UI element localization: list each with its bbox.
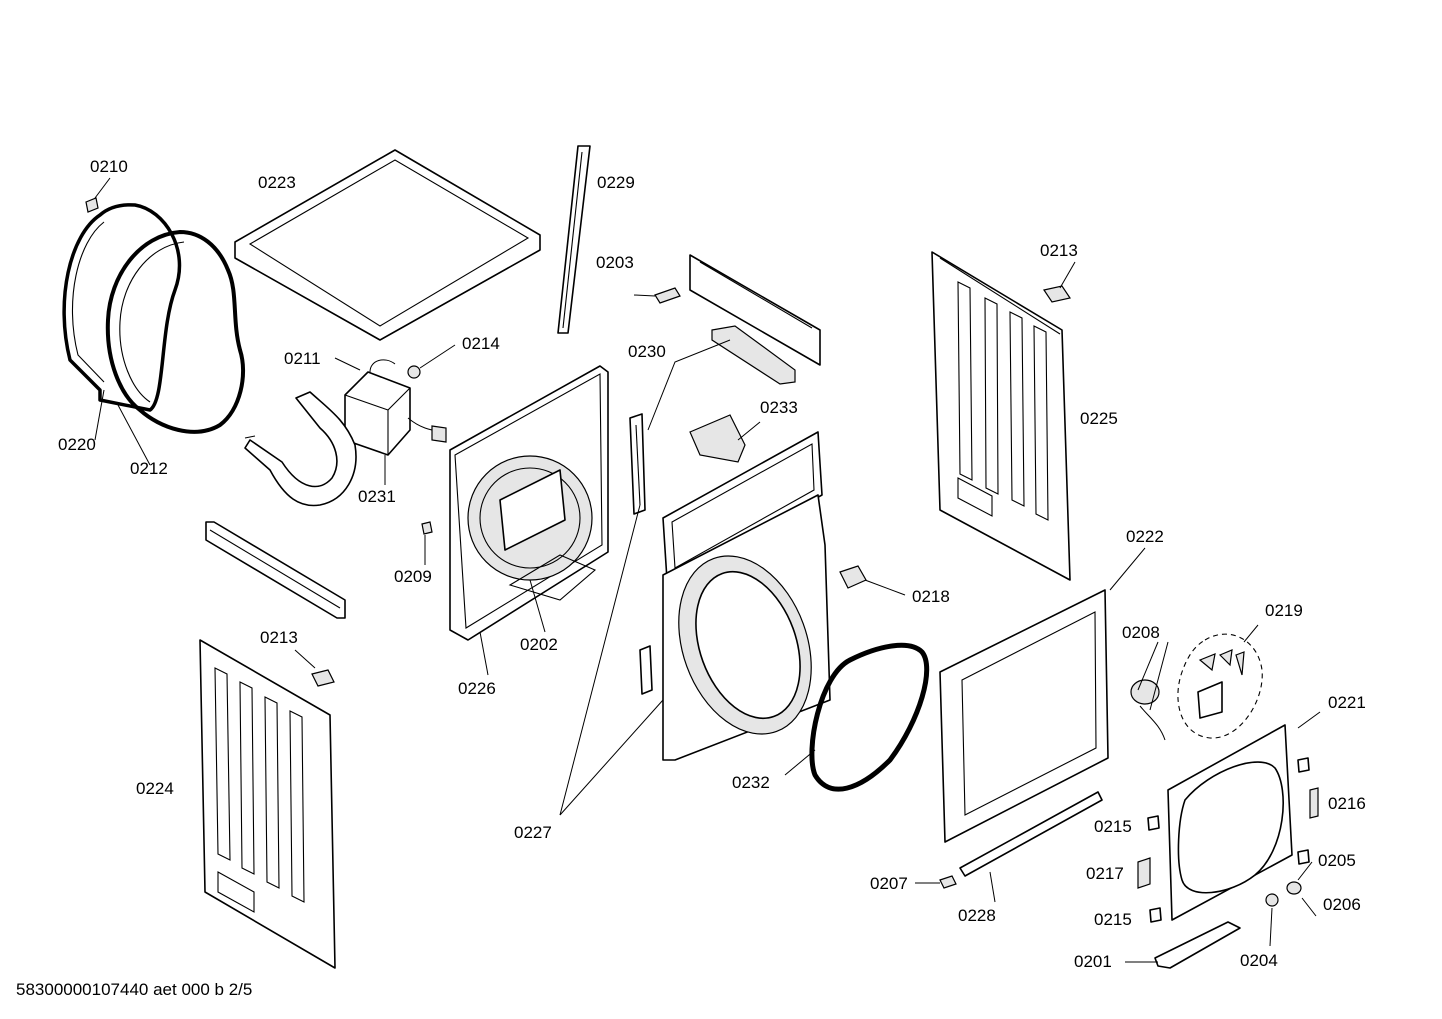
part-0223-top-cover[interactable] (234, 149, 541, 341)
part-0218-switch[interactable] (839, 565, 867, 589)
label-0218: 0218 (912, 587, 950, 606)
part-0205-knob[interactable] (1286, 881, 1302, 895)
part-0226-rear-panel[interactable] (449, 365, 609, 641)
label-0217: 0217 (1086, 864, 1124, 883)
label-0224: 0224 (136, 779, 174, 798)
part-0214-sensor[interactable] (407, 365, 421, 379)
label-0206: 0206 (1323, 895, 1361, 914)
part-0213-clip-right[interactable] (1043, 285, 1071, 303)
label-0213-right: 0213 (1040, 241, 1078, 260)
label-0229: 0229 (597, 173, 635, 192)
part-0227-front-frame[interactable] (639, 431, 835, 761)
part-0207[interactable] (939, 875, 957, 889)
label-0210: 0210 (90, 157, 128, 176)
label-0204: 0204 (1240, 951, 1278, 970)
label-0215-bottom: 0215 (1094, 910, 1132, 929)
part-0208-knob[interactable] (1130, 679, 1166, 741)
part-0224-side-panel-left[interactable] (199, 639, 336, 969)
document-code: 58300000107440 aet 000 b 2/5 (16, 980, 253, 999)
part-0217-latch[interactable] (1137, 857, 1151, 889)
leader-lines (94, 177, 1321, 963)
label-0233: 0233 (760, 398, 798, 417)
part-0204-bolt[interactable] (1265, 893, 1279, 907)
part-0229-strip[interactable] (557, 145, 591, 334)
label-0208: 0208 (1122, 623, 1160, 642)
label-0221: 0221 (1328, 693, 1366, 712)
part-labels: 0210 0223 0229 0203 0213 0211 0214 0230 … (58, 157, 1366, 971)
part-0222-front-panel[interactable] (939, 589, 1109, 843)
part-0216-hinge[interactable] (1309, 787, 1319, 819)
label-0203: 0203 (596, 253, 634, 272)
label-0201: 0201 (1074, 952, 1112, 971)
label-0223: 0223 (258, 173, 296, 192)
label-0225: 0225 (1080, 409, 1118, 428)
label-0227: 0227 (514, 823, 552, 842)
part-0215-pads[interactable] (1147, 757, 1310, 923)
part-0206-pin[interactable] (1301, 897, 1317, 917)
label-0215-top: 0215 (1094, 817, 1132, 836)
label-0230: 0230 (628, 342, 666, 361)
part-0203-connector[interactable] (654, 287, 681, 304)
label-0205: 0205 (1318, 851, 1356, 870)
part-0233-module[interactable] (689, 414, 746, 463)
part-0232-door-seal[interactable] (809, 642, 930, 792)
part-vertical-clip[interactable] (629, 413, 646, 515)
part-0201-handle[interactable] (1154, 921, 1241, 969)
label-0213-left: 0213 (260, 628, 298, 647)
part-0231-heater[interactable] (344, 359, 447, 456)
part-0225-side-panel-right[interactable] (931, 251, 1071, 581)
part-0209-clip[interactable] (421, 521, 433, 535)
part-0212-seal[interactable] (105, 230, 245, 434)
label-0228: 0228 (958, 906, 996, 925)
part-0210-screw[interactable] (85, 197, 99, 213)
label-0226: 0226 (458, 679, 496, 698)
label-0216: 0216 (1328, 794, 1366, 813)
label-0220: 0220 (58, 435, 96, 454)
part-0213-clip-left[interactable] (311, 669, 335, 687)
part-duct[interactable] (244, 391, 357, 507)
label-0209: 0209 (394, 567, 432, 586)
part-0219-switch-cluster[interactable] (1177, 633, 1263, 739)
label-0207: 0207 (870, 874, 908, 893)
part-0230-mount[interactable] (689, 254, 821, 385)
part-0220-rear-seal[interactable] (62, 203, 182, 412)
label-0212: 0212 (130, 459, 168, 478)
label-0222: 0222 (1126, 527, 1164, 546)
part-rail-left[interactable] (205, 521, 346, 619)
label-0211: 0211 (284, 349, 321, 368)
label-0232: 0232 (732, 773, 770, 792)
part-0228-kickplate[interactable] (959, 791, 1103, 877)
label-0202: 0202 (520, 635, 558, 654)
part-0221-frame[interactable] (1167, 724, 1293, 921)
label-0231: 0231 (358, 487, 396, 506)
label-0214: 0214 (462, 334, 500, 353)
label-0219: 0219 (1265, 601, 1303, 620)
